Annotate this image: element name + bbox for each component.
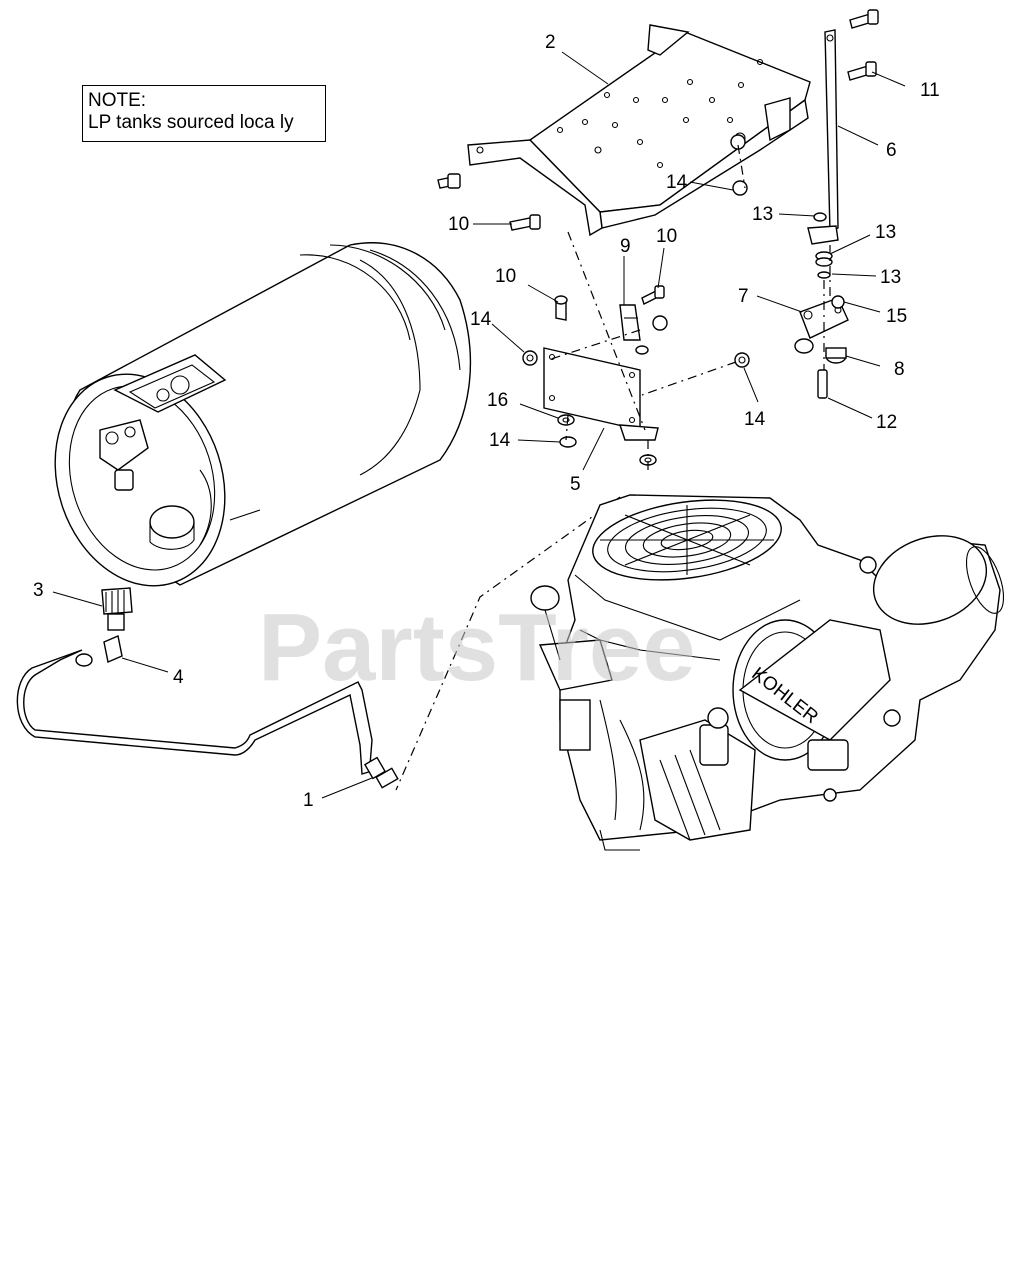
bolts-11 bbox=[847, 9, 879, 81]
watermark: PartsTree bbox=[258, 594, 696, 701]
callout-14-left: 14 bbox=[470, 309, 492, 330]
bolt-10-side bbox=[437, 173, 461, 189]
leader-lines bbox=[52, 51, 906, 799]
nut-14-top bbox=[730, 134, 748, 196]
mounting-plate bbox=[543, 347, 659, 441]
callouts: 2 11 6 14 10 13 13 13 9 10 10 7 15 14 8 … bbox=[33, 32, 940, 811]
note-box: NOTE: LP tanks sourced loca ly bbox=[82, 85, 326, 142]
fitting-4 bbox=[75, 635, 123, 667]
callout-14-low: 14 bbox=[489, 430, 511, 451]
nut-15 bbox=[831, 295, 845, 309]
fuel-hose bbox=[16, 649, 399, 789]
bracket-9 bbox=[619, 304, 641, 341]
note-title: NOTE: bbox=[88, 90, 147, 111]
bolt-10-upper bbox=[509, 214, 541, 231]
callout-10-right: 10 bbox=[656, 226, 677, 247]
pin-12 bbox=[817, 369, 828, 399]
callout-10-top: 10 bbox=[448, 214, 469, 235]
engine: KOHLER bbox=[530, 494, 1005, 851]
callout-7: 7 bbox=[738, 286, 749, 307]
callout-13-a: 13 bbox=[752, 204, 773, 225]
callout-13-c: 13 bbox=[880, 267, 901, 288]
bolt-10-right bbox=[641, 285, 665, 305]
adapter-3 bbox=[101, 587, 133, 631]
lp-tank bbox=[54, 242, 472, 587]
nut-14-low bbox=[559, 436, 577, 448]
callout-13-b: 13 bbox=[875, 222, 896, 243]
nut-14-left bbox=[522, 350, 538, 366]
callout-11: 11 bbox=[920, 80, 940, 101]
callout-8: 8 bbox=[894, 359, 905, 380]
callout-12: 12 bbox=[876, 412, 897, 433]
callout-5: 5 bbox=[570, 474, 581, 495]
callout-2: 2 bbox=[545, 32, 556, 53]
note-text: LP tanks sourced loca ly bbox=[88, 112, 294, 133]
nut-14-right bbox=[734, 352, 750, 368]
spacer-8 bbox=[825, 347, 847, 364]
washers-13 bbox=[813, 212, 833, 279]
callout-14-top: 14 bbox=[666, 172, 688, 193]
linkage-rod bbox=[807, 29, 839, 245]
callout-15: 15 bbox=[886, 306, 907, 327]
callout-14-right: 14 bbox=[744, 409, 766, 430]
callout-4: 4 bbox=[173, 667, 184, 688]
callout-6: 6 bbox=[886, 140, 897, 161]
washer-16 bbox=[557, 414, 575, 426]
callout-3: 3 bbox=[33, 580, 44, 601]
callout-1: 1 bbox=[303, 790, 314, 811]
callout-10-mid: 10 bbox=[495, 266, 516, 287]
bolt-10-mid bbox=[554, 295, 568, 321]
callout-9: 9 bbox=[620, 236, 631, 257]
mounting-bracket bbox=[467, 24, 811, 237]
callout-16: 16 bbox=[487, 390, 508, 411]
